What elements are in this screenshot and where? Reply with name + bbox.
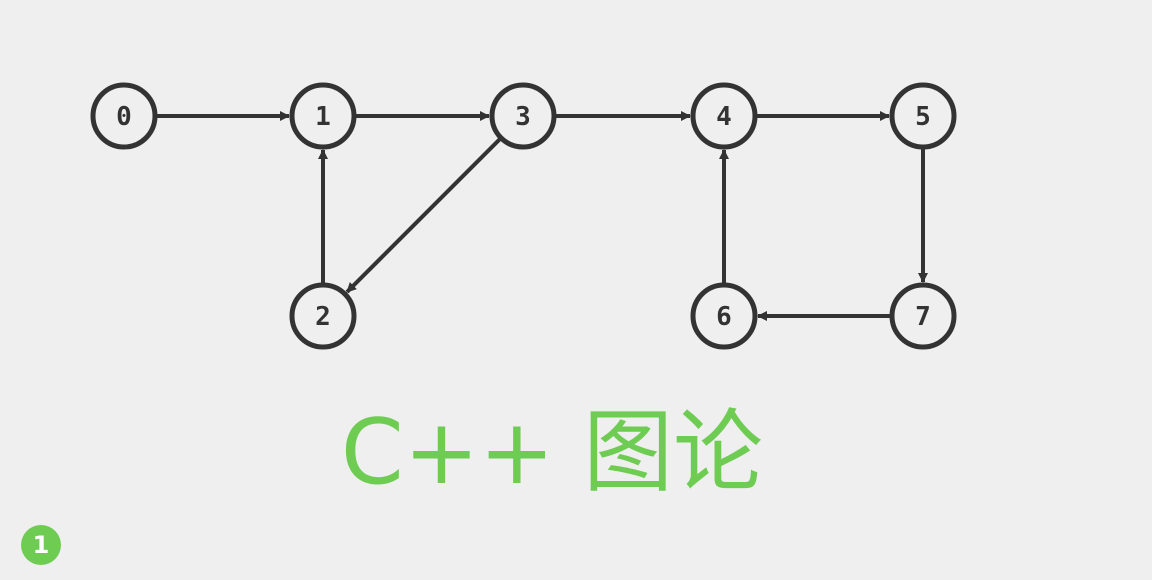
node-label: 1 bbox=[315, 102, 331, 132]
node-circle bbox=[889, 282, 957, 350]
node-label: 2 bbox=[315, 302, 331, 332]
node-7: 7 bbox=[889, 282, 957, 350]
node-label: 7 bbox=[915, 302, 931, 332]
node-circle bbox=[90, 82, 158, 150]
node-2: 2 bbox=[289, 282, 357, 350]
page-number-badge: 1 bbox=[21, 525, 61, 565]
node-circle bbox=[489, 82, 557, 150]
node-label: 3 bbox=[515, 102, 531, 132]
node-circle bbox=[889, 82, 957, 150]
edges-layer bbox=[157, 111, 928, 321]
node-5: 5 bbox=[889, 82, 957, 150]
node-label: 6 bbox=[716, 302, 732, 332]
edge-3-2 bbox=[345, 137, 502, 294]
node-3: 3 bbox=[489, 82, 557, 150]
node-4: 4 bbox=[690, 82, 758, 150]
node-label: 5 bbox=[915, 102, 931, 132]
node-label: 0 bbox=[116, 102, 132, 132]
node-circle bbox=[289, 282, 357, 350]
node-1: 1 bbox=[289, 82, 357, 150]
page-title: C++ 图论 bbox=[340, 400, 764, 505]
node-label: 4 bbox=[716, 102, 732, 132]
node-circle bbox=[289, 82, 357, 150]
nodes-layer: 0 1 2 3 4 5 6 7 bbox=[90, 82, 957, 350]
node-0: 0 bbox=[90, 82, 158, 150]
node-6: 6 bbox=[690, 282, 758, 350]
node-circle bbox=[690, 82, 758, 150]
node-circle bbox=[690, 282, 758, 350]
